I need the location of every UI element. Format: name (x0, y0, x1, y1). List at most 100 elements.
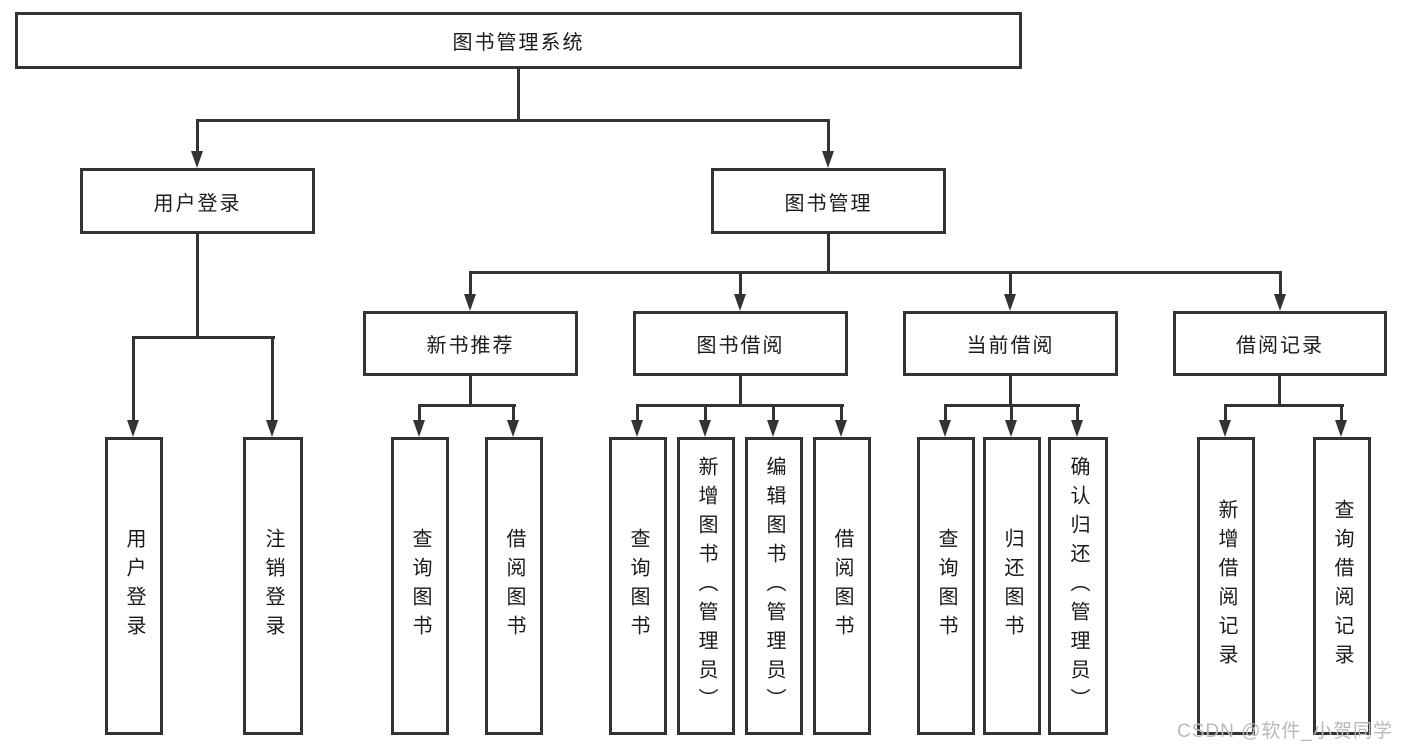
node-nbr-query-books: 查询图书 (391, 437, 449, 735)
arrow-down-icon (413, 404, 426, 437)
arrow-down-icon (631, 404, 644, 437)
node-book-management: 图书管理 (711, 168, 946, 234)
node-book-borrow: 图书借阅 (633, 311, 848, 376)
node-label: 用户登录 (123, 528, 145, 644)
arrow-shaft (840, 404, 843, 423)
node-label: 当前借阅 (966, 335, 1055, 357)
connector-root-stub (517, 69, 520, 122)
node-br-query-record: 查询借阅记录 (1313, 437, 1371, 735)
node-current-borrow: 当前借阅 (903, 311, 1118, 376)
node-br-add-record: 新增借阅记录 (1197, 437, 1255, 735)
arrow-down-icon (464, 271, 477, 311)
node-nbr-borrow-books: 借阅图书 (485, 437, 543, 735)
node-user-login: 用户登录 (80, 168, 315, 234)
arrow-shaft (132, 336, 135, 423)
arrow-head (699, 420, 711, 437)
arrow-head (1274, 294, 1286, 311)
arrow-down-icon (127, 336, 140, 437)
arrow-head (266, 420, 278, 437)
connector-root-hline (196, 119, 830, 122)
arrow-down-icon (1274, 271, 1287, 311)
arrow-shaft (271, 336, 274, 423)
arrow-down-icon (507, 404, 520, 437)
arrow-shaft (1340, 404, 1343, 423)
arrow-head (1004, 294, 1016, 311)
arrow-down-icon (767, 404, 780, 437)
node-label: 新增图书（管理员） (695, 455, 717, 717)
connector-br-hline (1224, 404, 1344, 407)
arrow-head (1219, 420, 1231, 437)
connector-bb-stub (739, 376, 742, 406)
arrow-shaft (827, 119, 830, 154)
node-label: 借阅图书 (503, 528, 525, 644)
arrow-shaft (1224, 404, 1227, 423)
arrow-head (464, 294, 476, 311)
arrow-shaft (418, 404, 421, 423)
node-label: 查询图书 (409, 528, 431, 644)
arrow-down-icon (266, 336, 279, 437)
arrow-down-icon (699, 404, 712, 437)
node-label: 新增借阅记录 (1215, 499, 1237, 673)
connector-book-mgmt-stub (827, 234, 830, 273)
connector-book-mgmt-hline (469, 271, 1282, 274)
arrow-down-icon (835, 404, 848, 437)
node-bb-edit-books-admin: 编辑图书（管理员） (745, 437, 803, 735)
connector-nbr-stub (469, 376, 472, 406)
arrow-down-icon (822, 119, 835, 168)
arrow-head (127, 420, 139, 437)
node-label: 用户登录 (153, 192, 242, 215)
arrow-shaft (772, 404, 775, 423)
arrow-down-icon (1004, 271, 1017, 311)
node-label: 查询借阅记录 (1331, 499, 1353, 673)
connector-cb-stub (1009, 376, 1012, 406)
arrow-head (631, 420, 643, 437)
arrow-down-icon (1335, 404, 1348, 437)
arrow-shaft (469, 271, 472, 297)
connector-user-login-hline (132, 336, 275, 339)
node-new-book-recommend: 新书推荐 (363, 311, 578, 376)
arrow-head (835, 420, 847, 437)
node-borrow-records: 借阅记录 (1173, 311, 1387, 376)
arrow-head (191, 151, 203, 168)
node-login-action: 用户登录 (105, 437, 163, 735)
node-label: 查询图书 (627, 528, 649, 644)
node-label: 注销登录 (262, 528, 284, 644)
node-label: 编辑图书（管理员） (763, 455, 785, 717)
node-bb-query-books: 查询图书 (609, 437, 667, 735)
node-cb-return-books: 归还图书 (983, 437, 1041, 735)
node-label: 图书借阅 (696, 335, 785, 357)
arrow-down-icon (734, 271, 747, 311)
node-logout-action: 注销登录 (243, 437, 303, 735)
connector-bb-hline (636, 404, 844, 407)
arrow-shaft (944, 404, 947, 423)
connector-nbr-hline (418, 404, 516, 407)
arrow-shaft (636, 404, 639, 423)
arrow-down-icon (191, 119, 204, 168)
node-bb-borrow-books: 借阅图书 (813, 437, 871, 735)
arrow-shaft (1279, 271, 1282, 297)
node-bb-add-books-admin: 新增图书（管理员） (677, 437, 735, 735)
arrow-head (767, 420, 779, 437)
node-label: 查询图书 (935, 528, 957, 644)
arrow-down-icon (1005, 404, 1018, 437)
arrow-head (939, 420, 951, 437)
arrow-head (507, 420, 519, 437)
watermark: CSDN @软件_小贺同学 (1177, 721, 1393, 742)
arrow-down-icon (1071, 404, 1084, 437)
node-root-system: 图书管理系统 (15, 12, 1022, 69)
arrow-down-icon (1219, 404, 1232, 437)
arrow-shaft (196, 119, 199, 154)
arrow-head (734, 294, 746, 311)
arrow-head (1335, 420, 1347, 437)
connector-user-login-stub (196, 234, 199, 338)
arrow-head (822, 151, 834, 168)
node-label: 确认归还（管理员） (1067, 455, 1089, 717)
node-label: 借阅图书 (831, 528, 853, 644)
arrow-shaft (739, 271, 742, 297)
node-cb-query-books: 查询图书 (917, 437, 975, 735)
connector-br-stub (1278, 376, 1281, 406)
node-label: 归还图书 (1001, 528, 1023, 644)
arrow-shaft (704, 404, 707, 423)
node-label: 图书管理系统 (452, 32, 585, 54)
